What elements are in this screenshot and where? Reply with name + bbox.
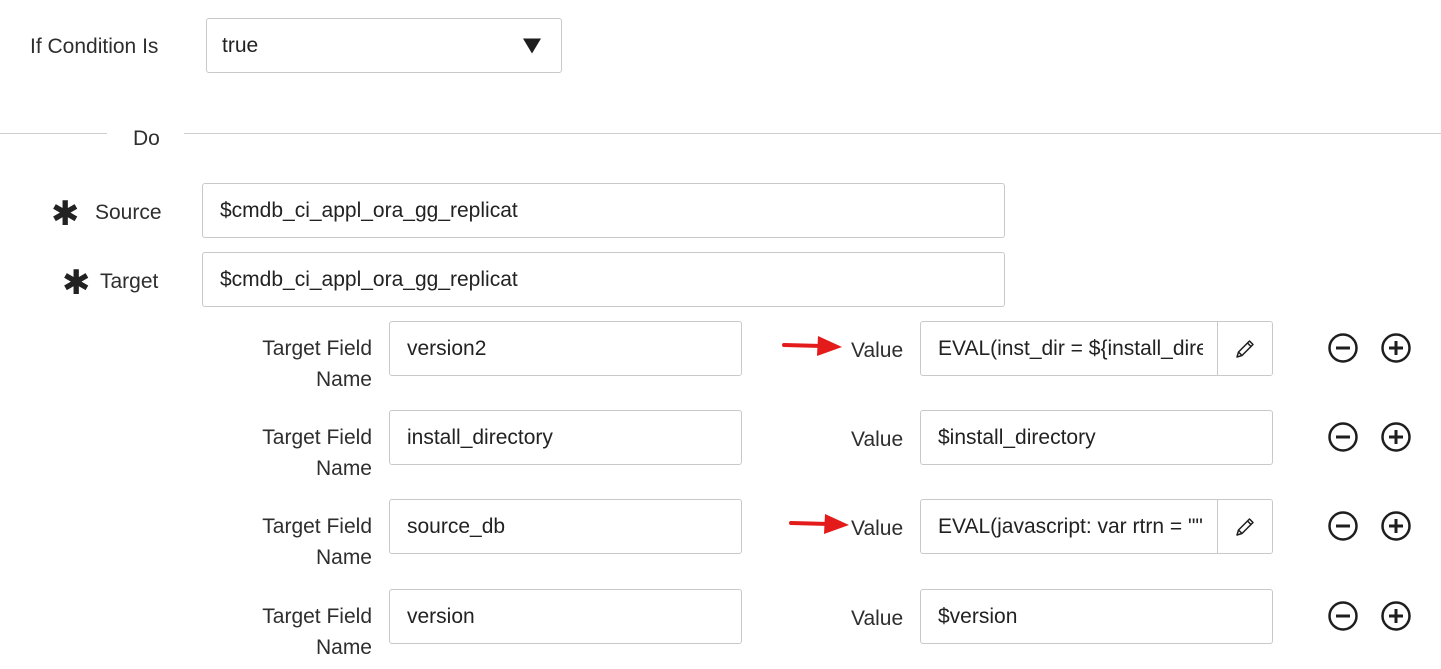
condition-select[interactable]: true — [206, 18, 562, 73]
pencil-icon — [1236, 517, 1254, 536]
value-input-text: $install_directory — [938, 425, 1096, 449]
pencil-icon — [1236, 339, 1254, 358]
target-input-value: $cmdb_ci_appl_ora_gg_replicat — [220, 267, 518, 291]
target-field-name-label-line1: Target Field — [262, 515, 372, 538]
condition-label: If Condition Is — [30, 35, 159, 58]
value-label: Value — [851, 339, 904, 362]
do-divider-right — [184, 133, 1441, 134]
source-input[interactable]: $cmdb_ci_appl_ora_gg_replicat — [202, 183, 1005, 238]
value-label: Value — [851, 428, 904, 451]
target-field-name-label-line2: Name — [315, 636, 372, 659]
target-field-name-value: version — [407, 604, 475, 628]
minus-circle-icon[interactable] — [1328, 422, 1358, 452]
value-label: Value — [851, 517, 904, 540]
plus-circle-icon[interactable] — [1381, 601, 1411, 631]
required-asterisk-icon: ✱ — [51, 194, 80, 234]
target-label: Target — [100, 270, 159, 293]
target-field-name-value: source_db — [407, 514, 506, 538]
target-field-name-label-line2: Name — [315, 368, 372, 391]
plus-circle-icon[interactable] — [1381, 511, 1411, 541]
target-field-name-label-line1: Target Field — [262, 337, 372, 360]
target-field-name-label-line1: Target Field — [262, 426, 372, 449]
target-field-name-value: version2 — [407, 336, 487, 360]
minus-circle-icon[interactable] — [1328, 333, 1358, 363]
red-arrow-icon — [782, 336, 842, 356]
value-input-text: $version — [938, 604, 1018, 628]
edit-value-button[interactable] — [1217, 322, 1272, 375]
source-input-value: $cmdb_ci_appl_ora_gg_replicat — [220, 198, 518, 222]
red-arrow-icon — [789, 514, 849, 534]
target-field-name-input[interactable]: version — [389, 589, 742, 644]
value-input-text: EVAL(javascript: var rtrn = "" — [938, 514, 1203, 538]
caret-down-icon — [523, 38, 541, 53]
target-field-name-input[interactable]: version2 — [389, 321, 742, 376]
minus-circle-icon[interactable] — [1328, 511, 1358, 541]
plus-circle-icon[interactable] — [1381, 333, 1411, 363]
target-field-name-input[interactable]: install_directory — [389, 410, 742, 465]
condition-selected-value: true — [222, 33, 259, 57]
required-asterisk-icon: ✱ — [62, 263, 91, 303]
value-input[interactable]: EVAL(inst_dir = ${install_dire — [920, 321, 1273, 376]
source-label: Source — [95, 201, 162, 224]
minus-circle-icon[interactable] — [1328, 601, 1358, 631]
target-field-name-input[interactable]: source_db — [389, 499, 742, 554]
plus-circle-icon[interactable] — [1381, 422, 1411, 452]
target-input[interactable]: $cmdb_ci_appl_ora_gg_replicat — [202, 252, 1005, 307]
value-input[interactable]: $version — [920, 589, 1273, 644]
value-label: Value — [851, 607, 904, 630]
edit-value-button[interactable] — [1217, 500, 1272, 553]
target-field-name-label-line2: Name — [315, 546, 372, 569]
value-input-text: EVAL(inst_dir = ${install_dire — [938, 336, 1203, 360]
value-input[interactable]: EVAL(javascript: var rtrn = "" — [920, 499, 1273, 554]
target-field-name-value: install_directory — [407, 425, 553, 449]
do-divider-left — [0, 133, 107, 134]
target-field-name-label-line1: Target Field — [262, 605, 372, 628]
value-input[interactable]: $install_directory — [920, 410, 1273, 465]
target-field-name-label-line2: Name — [315, 457, 372, 480]
do-section-label: Do — [133, 127, 160, 150]
